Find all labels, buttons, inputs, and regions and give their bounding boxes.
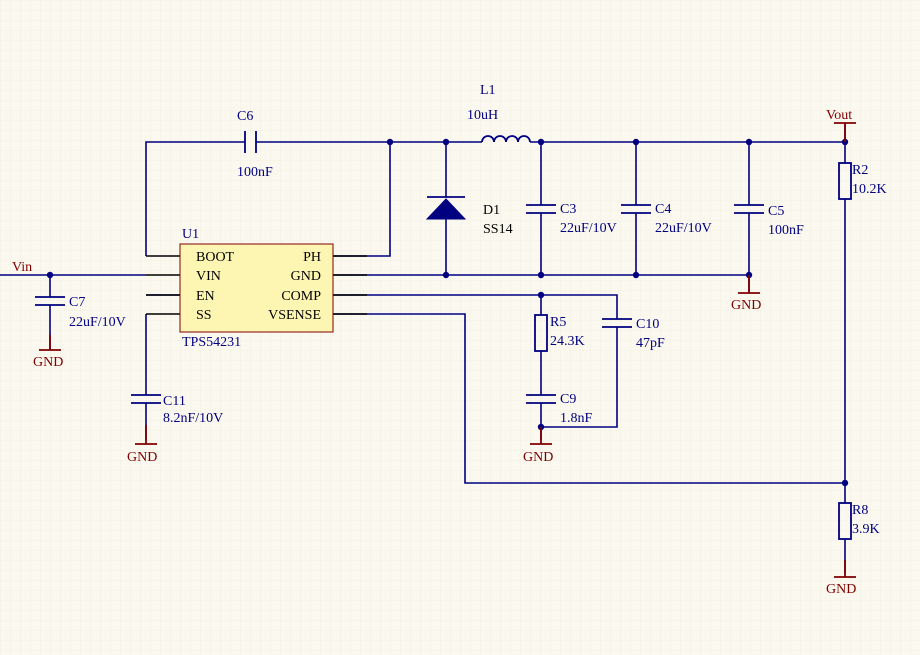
capacitor-c6[interactable]: C6 100nF bbox=[237, 109, 273, 180]
c4-ref: C4 bbox=[655, 202, 671, 217]
r2-value: 10.2K bbox=[852, 182, 887, 197]
ic-pin-comp: COMP bbox=[281, 289, 321, 304]
c3-value: 22uF/10V bbox=[560, 221, 617, 236]
gnd-label: GND bbox=[33, 355, 63, 370]
ic-pin-gnd: GND bbox=[291, 269, 321, 284]
l1-value: 10uH bbox=[467, 108, 498, 123]
capacitor-c3[interactable]: C3 22uF/10V bbox=[526, 202, 617, 236]
c3-ref: C3 bbox=[560, 202, 576, 217]
c10-value: 47pF bbox=[636, 336, 665, 351]
c4-value: 22uF/10V bbox=[655, 221, 712, 236]
c11-ref: C11 bbox=[163, 394, 186, 409]
c11-value: 8.2nF/10V bbox=[163, 411, 223, 426]
resistor-r8[interactable]: R8 3.9K bbox=[838, 502, 880, 540]
capacitor-c4[interactable]: C4 22uF/10V bbox=[621, 202, 712, 236]
c9-value: 1.8nF bbox=[560, 411, 593, 426]
diode-d1[interactable]: D1 SS14 bbox=[425, 196, 513, 237]
gnd-label: GND bbox=[523, 450, 553, 465]
ic-pin-ph: PH bbox=[303, 250, 321, 265]
capacitor-c9[interactable]: C9 1.8nF bbox=[526, 392, 593, 426]
c5-value: 100nF bbox=[768, 223, 804, 238]
c6-value: 100nF bbox=[237, 165, 273, 180]
ic-pin-vin: VIN bbox=[196, 269, 221, 284]
c7-ref: C7 bbox=[69, 295, 85, 310]
gnd-symbol-c7[interactable]: GND bbox=[33, 335, 63, 370]
resistor-r2[interactable]: R2 10.2K bbox=[838, 162, 887, 200]
d1-ref: D1 bbox=[483, 203, 500, 218]
c6-ref: C6 bbox=[237, 109, 253, 124]
ic-pin-boot: BOOT bbox=[196, 250, 235, 265]
ic-pin-ss: SS bbox=[196, 308, 212, 323]
ic-designator: U1 bbox=[182, 227, 199, 242]
ic-pin-vsense: VSENSE bbox=[268, 308, 321, 323]
c7-value: 22uF/10V bbox=[69, 315, 126, 330]
r2-ref: R2 bbox=[852, 163, 868, 178]
gnd-symbol-c9[interactable]: GND bbox=[523, 427, 553, 465]
ic-u1[interactable]: U1 TPS54231 BOOT VIN EN SS PH GND COMP V… bbox=[146, 227, 367, 350]
capacitor-c11[interactable]: C11 8.2nF/10V bbox=[131, 394, 223, 426]
ic-part-number: TPS54231 bbox=[182, 335, 241, 350]
gnd-symbol-c11[interactable]: GND bbox=[127, 425, 157, 465]
ic-pin-en: EN bbox=[196, 289, 215, 304]
l1-ref: L1 bbox=[480, 83, 496, 98]
vout-label: Vout bbox=[826, 108, 852, 123]
inductor-l1[interactable]: L1 10uH bbox=[467, 83, 531, 143]
r5-value: 24.3K bbox=[550, 334, 585, 349]
net-label-vin[interactable]: Vin bbox=[12, 260, 32, 275]
r8-ref: R8 bbox=[852, 503, 868, 518]
gnd-label: GND bbox=[731, 298, 761, 313]
gnd-label: GND bbox=[127, 450, 157, 465]
capacitor-c10[interactable]: C10 47pF bbox=[602, 317, 665, 351]
power-port-vout[interactable]: Vout bbox=[826, 108, 856, 142]
resistor-r5[interactable]: R5 24.3K bbox=[534, 314, 585, 352]
r8-value: 3.9K bbox=[852, 522, 880, 537]
r5-ref: R5 bbox=[550, 315, 566, 330]
c5-ref: C5 bbox=[768, 204, 784, 219]
c10-ref: C10 bbox=[636, 317, 659, 332]
c9-ref: C9 bbox=[560, 392, 576, 407]
diode-d1-body bbox=[425, 198, 467, 220]
gnd-symbol-r8[interactable]: GND bbox=[826, 560, 856, 597]
junctions bbox=[46, 138, 849, 487]
gnd-symbol-c5[interactable]: GND bbox=[731, 275, 761, 313]
capacitor-c5[interactable]: C5 100nF bbox=[734, 204, 804, 238]
vin-label: Vin bbox=[12, 260, 32, 275]
gnd-label: GND bbox=[826, 582, 856, 597]
ic-body bbox=[179, 243, 334, 333]
d1-value: SS14 bbox=[483, 222, 513, 237]
